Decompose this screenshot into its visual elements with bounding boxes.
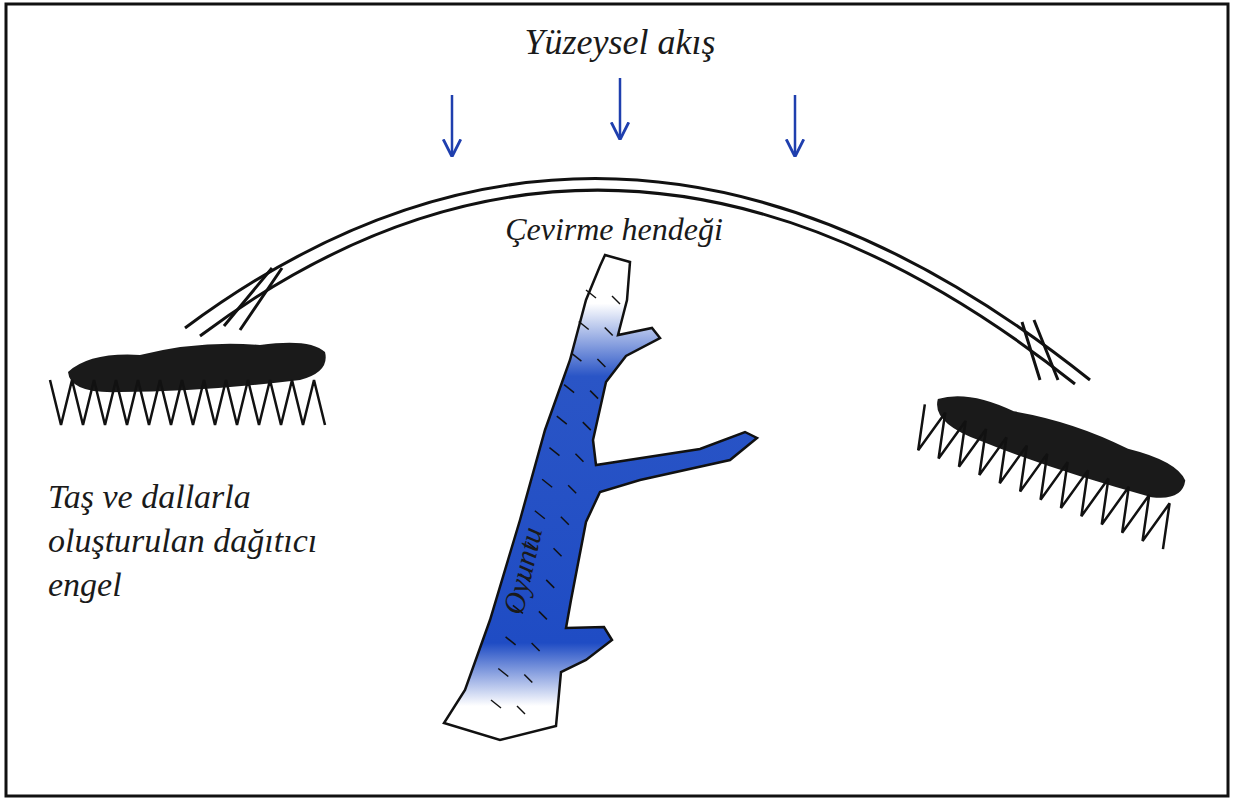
barrier-label: Taş ve dallarla oluşturulan dağıtıcı eng… — [48, 475, 378, 608]
left-barrier — [50, 343, 326, 425]
flow-arrows — [452, 78, 795, 155]
ditch-label: Çevirme hendeği — [505, 209, 723, 251]
gully — [444, 255, 757, 740]
frame — [6, 4, 1228, 796]
runoff-label: Yüzeysel akış — [525, 19, 716, 66]
right-barrier — [908, 370, 1194, 549]
